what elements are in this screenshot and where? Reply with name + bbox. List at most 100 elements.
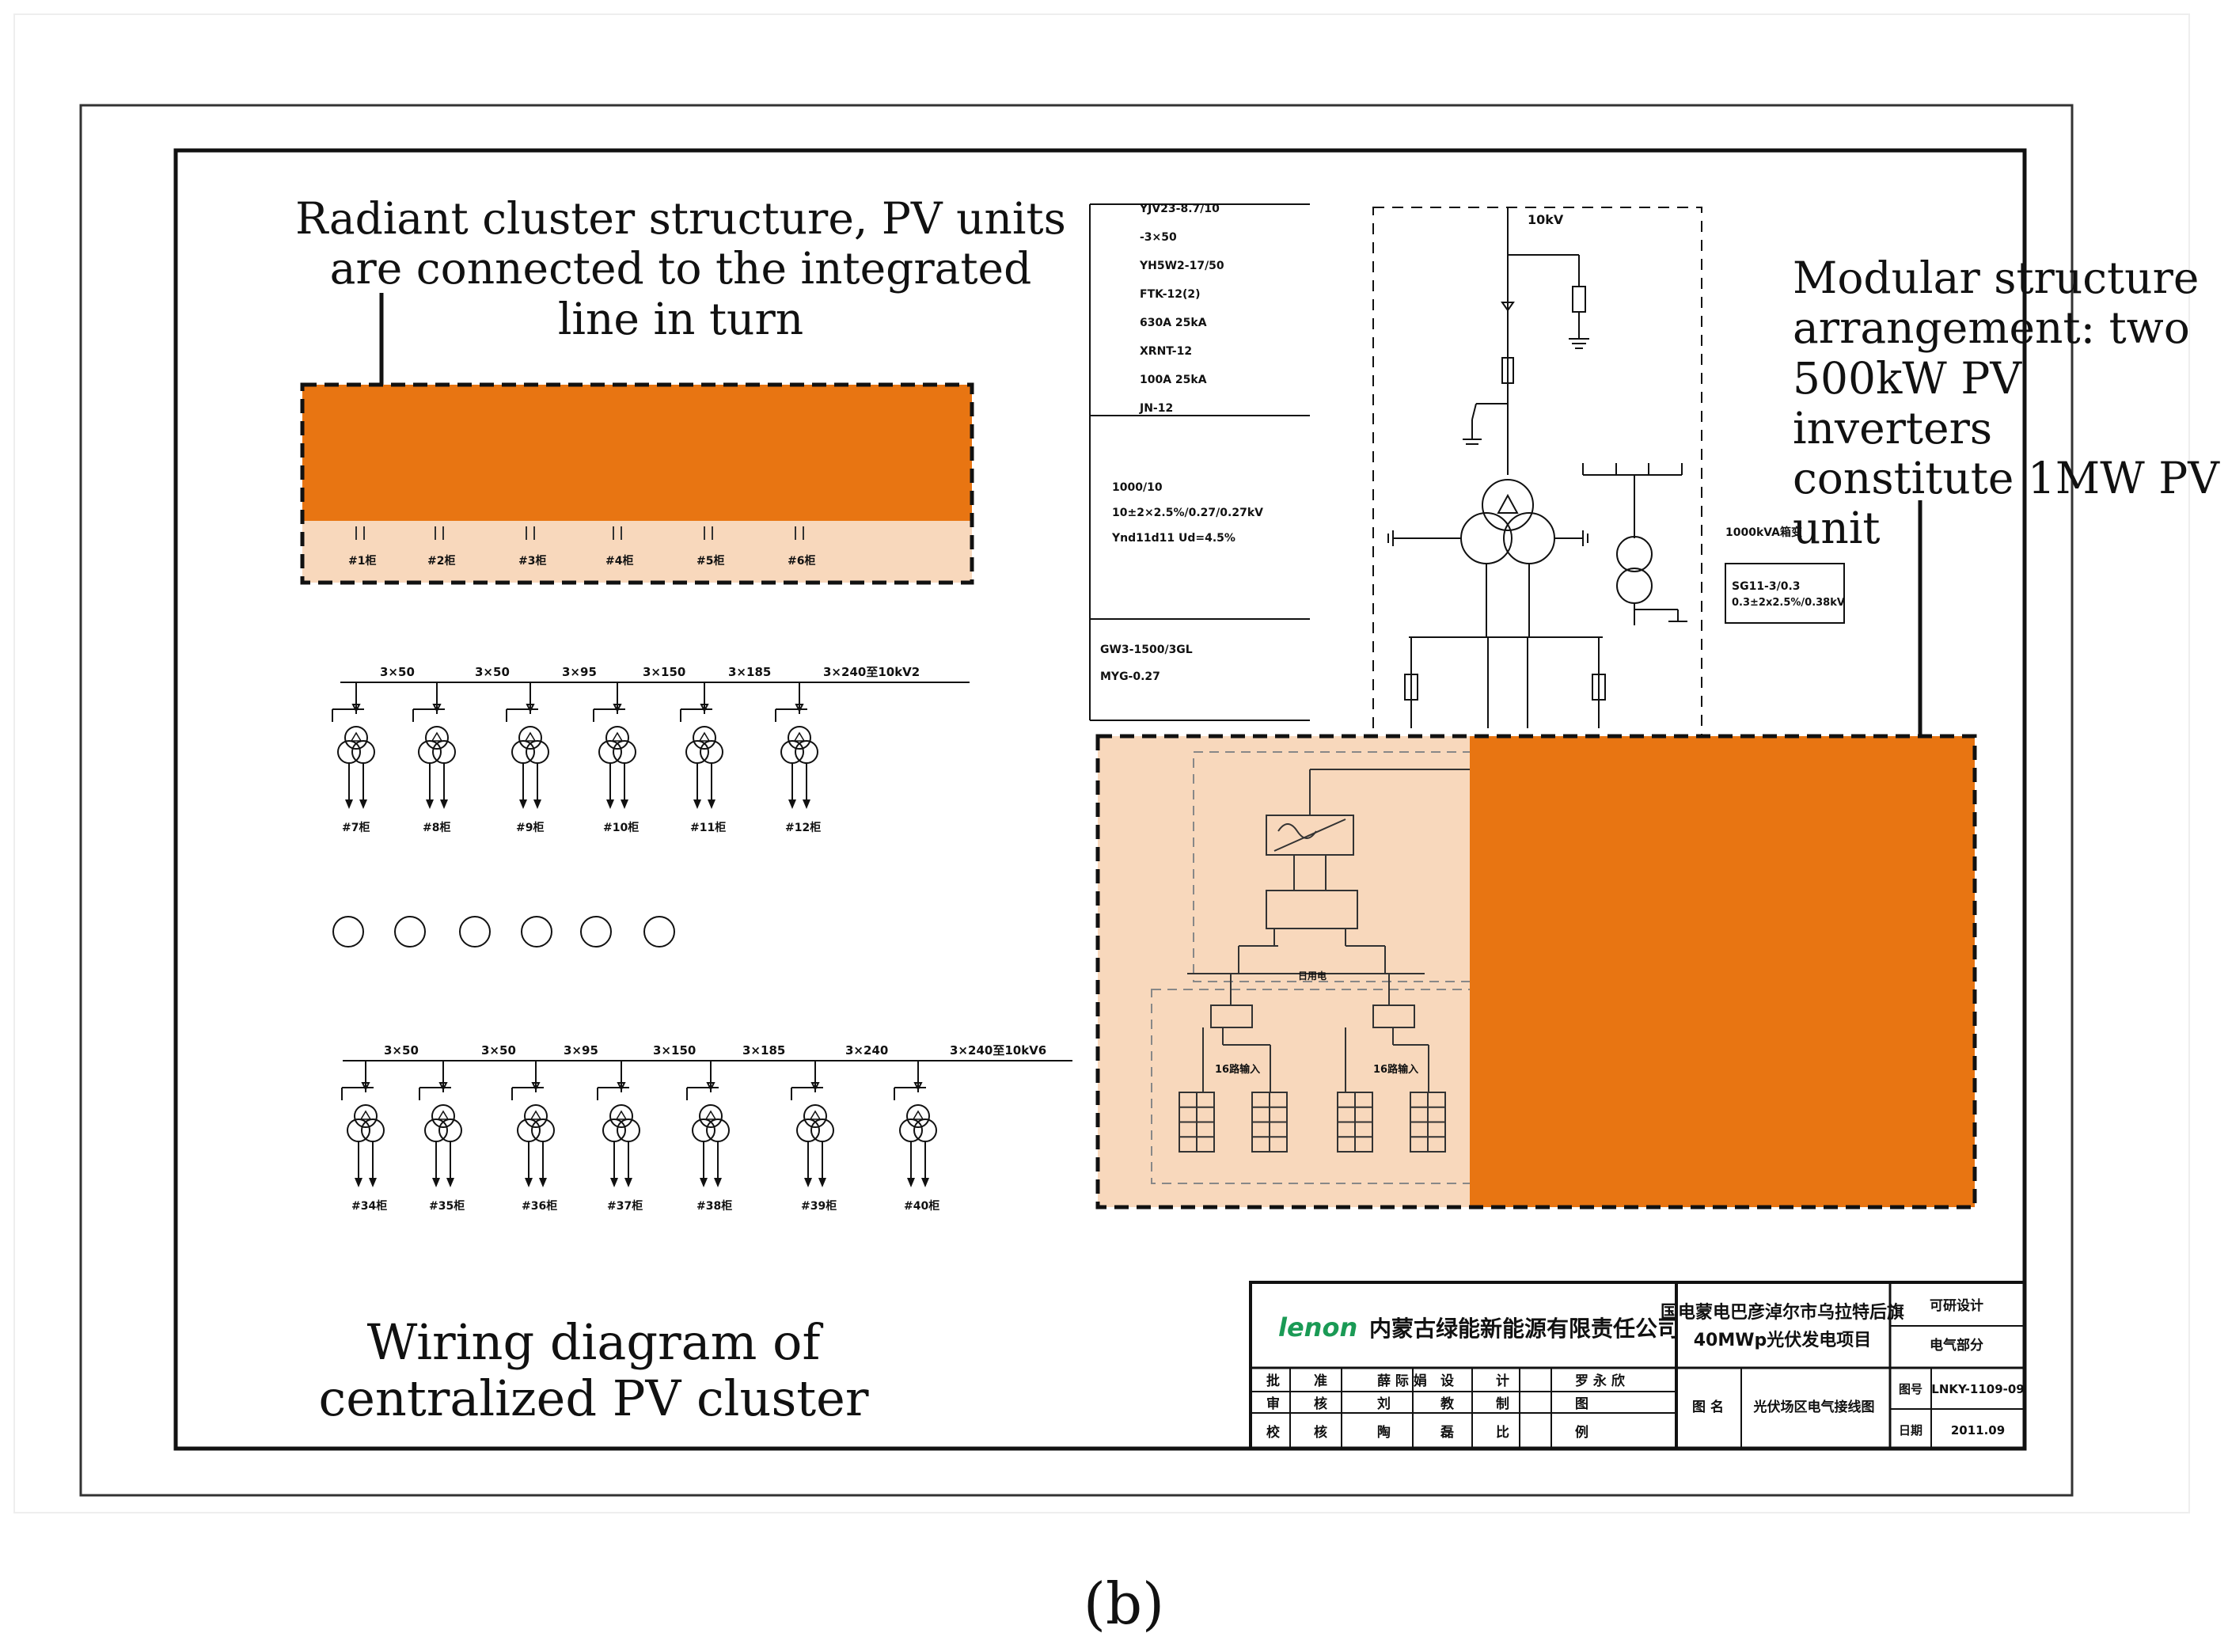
output-arrow <box>533 799 541 809</box>
spec-hv-text: FTK-12(2) <box>1140 288 1201 301</box>
annotation-radiant-cluster: Radiant cluster structure, PV units are … <box>295 193 1066 344</box>
transformer-winding <box>511 740 535 764</box>
cable-label: 3×50 <box>475 665 510 679</box>
ellipsis-circle <box>332 916 364 948</box>
transformer-winding <box>913 1118 937 1142</box>
unit-arrow <box>531 1082 541 1092</box>
project-line-1: 国电蒙电巴彦淖尔市乌拉特后旗 <box>1661 1302 1904 1323</box>
output-arrow <box>440 799 448 809</box>
cable-label: 3×240至10kV6 <box>950 1043 1046 1058</box>
unit-label: #40柜 <box>904 1199 939 1213</box>
signoff-cell: 比 <box>1496 1424 1509 1441</box>
transformer-winding <box>699 1104 723 1128</box>
cable-label: 3×95 <box>564 1043 598 1058</box>
unit-arrow <box>617 1082 626 1092</box>
output-arrow <box>803 799 810 809</box>
delta-symbol <box>524 731 537 742</box>
output-arrow <box>539 1178 547 1187</box>
transformer-winding <box>418 740 442 764</box>
transformer-winding <box>432 740 456 764</box>
spec-transformer-text: Ynd11d11 Ud=4.5% <box>1111 532 1235 545</box>
unit-arrow <box>432 704 442 713</box>
output-arrow <box>355 1178 362 1187</box>
figure-outer-frame <box>13 13 2190 1513</box>
output-arrow <box>804 1178 812 1187</box>
drawing-inner-border <box>173 148 2027 1451</box>
signoff-cell: 图 <box>1575 1396 1588 1412</box>
delta-symbol <box>698 731 711 742</box>
design-part: 电气部分 <box>1930 1337 1983 1354</box>
output-arrow <box>610 1178 618 1187</box>
delta-symbol <box>793 731 806 742</box>
output-arrow <box>432 1178 440 1187</box>
cable-label: 3×50 <box>481 1043 516 1058</box>
unit-label: #36柜 <box>522 1199 557 1213</box>
transformer-winding <box>803 1104 827 1128</box>
output-arrow <box>708 799 715 809</box>
drawing-name-label: 图 名 <box>1692 1399 1724 1415</box>
ellipsis-dots <box>332 916 675 948</box>
title-block <box>1249 1281 2026 1450</box>
unit-arrow <box>810 1082 820 1092</box>
unit-arrow <box>361 1082 370 1092</box>
output-arrow <box>700 1178 708 1187</box>
signoff-cell: 核 <box>1314 1396 1327 1412</box>
output-arrow <box>369 1178 377 1187</box>
cable-label: 3×240至10kV2 <box>823 665 920 679</box>
transformer-winding <box>337 740 361 764</box>
design-stage: 可研设计 <box>1930 1297 1983 1314</box>
transformer-winding <box>531 1118 555 1142</box>
cable-label: 3×150 <box>653 1043 696 1058</box>
transformer-winding <box>517 1118 541 1142</box>
transformer-winding <box>685 740 709 764</box>
annotation-diagram-caption: Wiring diagram of centralized PV cluster <box>318 1313 869 1428</box>
company-name: 内蒙古绿能新能源有限责任公司 <box>1369 1316 1680 1342</box>
transformer-winding <box>351 740 375 764</box>
transformer-winding <box>425 726 449 750</box>
top-unit-label: #5柜 <box>696 554 724 568</box>
delta-symbol <box>359 1110 372 1120</box>
voltage-label: 10kV <box>1528 212 1564 227</box>
dc-bus-label: 日用电 <box>1298 970 1327 982</box>
transformer-winding <box>899 1118 923 1142</box>
date-label: 日期 <box>1899 1423 1922 1437</box>
substation-diagram <box>1372 207 1845 739</box>
aux-spec-text: SG11-3/0.3 <box>1732 580 1801 593</box>
top-unit-label: #1柜 <box>348 554 376 568</box>
output-arrow <box>345 799 353 809</box>
output-arrow <box>714 1178 722 1187</box>
transformer-winding <box>602 1118 626 1142</box>
output-arrow <box>519 799 527 809</box>
drawing-number-label: 图号 <box>1899 1382 1922 1396</box>
unit-arrow <box>700 704 709 713</box>
transformer-winding <box>347 1118 370 1142</box>
unit-label: #38柜 <box>696 1199 732 1213</box>
signoff-cell: 核 <box>1314 1424 1327 1441</box>
spec-hv-text: -3×50 <box>1140 231 1177 244</box>
spec-hv-text: JN-12 <box>1139 402 1173 415</box>
top-cluster-highlight <box>300 293 974 585</box>
ellipsis-circle <box>459 916 491 948</box>
signoff-cell: 准 <box>1314 1373 1327 1389</box>
signoff-cell: 教 <box>1440 1396 1455 1412</box>
unit-arrow <box>438 1082 448 1092</box>
signoff-cell: 磊 <box>1440 1425 1454 1441</box>
output-arrow <box>907 1178 915 1187</box>
top-unit-label: #6柜 <box>788 554 815 568</box>
cable-label: 3×185 <box>728 665 771 679</box>
spec-transformer-text: 10±2×2.5%/0.27/0.27kV <box>1112 507 1263 519</box>
output-arrow <box>446 1178 454 1187</box>
unit-label: #34柜 <box>351 1199 387 1213</box>
transformer-winding <box>524 1104 548 1128</box>
output-arrow <box>788 799 796 809</box>
delta-symbol <box>431 731 443 742</box>
transformer-winding <box>609 1104 633 1128</box>
combiner-label: 16路输入 <box>1373 1063 1418 1076</box>
delta-symbol <box>437 1110 450 1120</box>
top-unit-label: #4柜 <box>605 554 633 568</box>
cable-label: 3×240 <box>845 1043 888 1058</box>
transformer-winding <box>361 1118 385 1142</box>
spec-hv-text: 630A 25kA <box>1140 317 1207 329</box>
cable-label: 3×185 <box>742 1043 785 1058</box>
